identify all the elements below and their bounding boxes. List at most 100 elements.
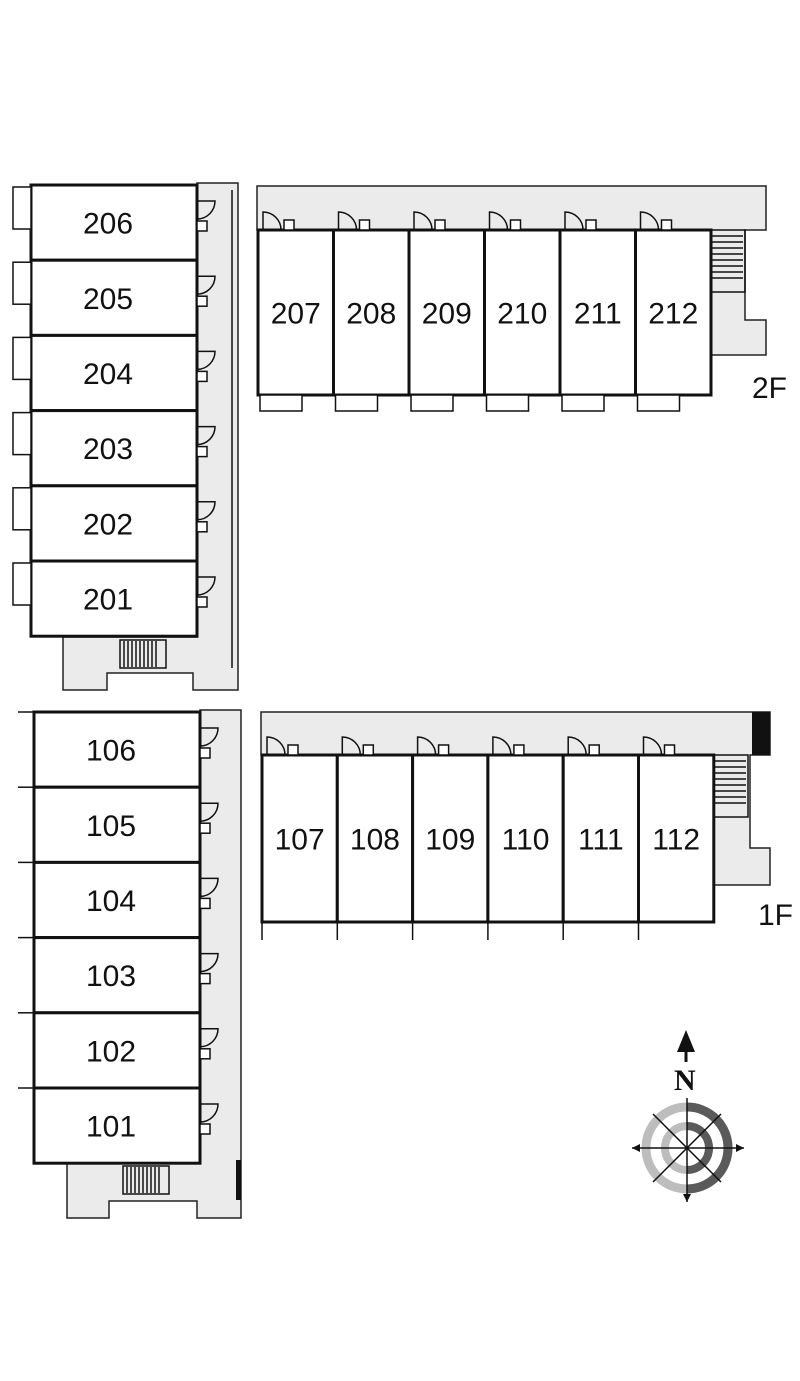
balcony [410, 394, 454, 412]
meter-box [358, 219, 371, 231]
meter-box [196, 220, 208, 232]
unit-104: 104 [18, 860, 219, 940]
unit-label: 212 [648, 298, 698, 331]
door-icon [266, 736, 286, 756]
stairs-1f-west [126, 1167, 160, 1193]
balcony [561, 394, 605, 412]
unit-206: 206 [12, 183, 216, 262]
unit-205: 205 [12, 258, 216, 337]
door-icon [196, 350, 216, 371]
unit-label: 109 [425, 824, 475, 857]
meter-box [196, 521, 208, 533]
meter-box [588, 744, 600, 756]
meter-box [196, 596, 208, 608]
door-icon [199, 952, 219, 973]
floor-label-1f: 1F [758, 899, 793, 932]
unit-label: 202 [83, 508, 133, 541]
unit-label: 101 [86, 1111, 136, 1144]
north-arrow-icon [677, 1030, 695, 1052]
unit-110: 110 [486, 736, 565, 940]
meter-box [660, 219, 673, 231]
wall-1f-east [752, 712, 770, 755]
balcony [12, 411, 32, 456]
unit-label: 211 [574, 298, 622, 331]
unit-103: 103 [18, 936, 219, 1015]
unit-label: 210 [497, 298, 547, 331]
wall-1f-west [236, 1160, 241, 1200]
unit-label: 209 [422, 298, 472, 331]
unit-label: 102 [86, 1035, 136, 1068]
unit-label: 110 [502, 824, 550, 857]
meter-box [283, 219, 295, 231]
unit-label: 105 [86, 810, 136, 843]
floor-1-east-wing: 107 108 109 110 111 112 1F [260, 711, 793, 940]
unit-202: 202 [12, 484, 216, 563]
unit-label: 103 [86, 960, 136, 993]
door-icon [416, 736, 437, 756]
balcony [12, 336, 32, 381]
unit-111: 111 [561, 736, 641, 940]
unit-label: 112 [652, 824, 700, 857]
unit-201: 201 [12, 559, 216, 638]
door-icon [492, 736, 512, 756]
door-icon [196, 425, 216, 446]
door-icon [199, 727, 219, 747]
unit-204: 204 [12, 333, 216, 413]
unit-207: 207 [256, 211, 335, 412]
door-icon [341, 736, 362, 756]
meter-box [199, 1048, 211, 1060]
unit-208: 208 [332, 211, 411, 412]
unit-211: 211 [558, 211, 637, 412]
unit-102: 102 [18, 1011, 219, 1090]
staircase-1f-west [122, 1165, 170, 1195]
door-icon [199, 1028, 219, 1048]
meter-box [199, 1123, 211, 1135]
meter-box [585, 219, 597, 231]
meter-box [362, 744, 375, 756]
floor-1-west-wing: 106 105 104 103 102 101 [18, 709, 242, 1219]
unit-105: 105 [18, 785, 219, 864]
door-icon [337, 211, 358, 231]
balcony [12, 261, 32, 305]
unit-label: 111 [578, 824, 624, 857]
balcony [636, 394, 681, 412]
compass-north-label: N [674, 1064, 696, 1097]
balcony [259, 394, 303, 412]
door-icon [262, 211, 282, 231]
door-icon [564, 211, 584, 231]
door-icon [488, 211, 509, 231]
meter-box [196, 370, 208, 383]
unit-label: 208 [346, 298, 396, 331]
meter-box [199, 972, 211, 985]
balcony [485, 394, 530, 412]
door-icon [639, 211, 660, 231]
unit-210: 210 [483, 211, 562, 412]
meter-box [437, 744, 450, 756]
door-icon [642, 736, 663, 756]
unit-label: 107 [275, 824, 325, 857]
door-icon [199, 1103, 219, 1123]
unit-label: 106 [86, 735, 136, 768]
unit-label: 201 [83, 584, 133, 617]
meter-box [513, 744, 525, 756]
door-icon [196, 501, 216, 521]
meter-box [434, 219, 446, 231]
meter-box [287, 744, 299, 756]
door-icon [196, 576, 216, 596]
balcony [334, 394, 379, 412]
unit-112: 112 [637, 736, 716, 940]
meter-box [663, 744, 676, 756]
balcony [12, 186, 32, 230]
meter-box [196, 445, 208, 458]
unit-101: 101 [18, 1086, 219, 1165]
door-icon [199, 877, 219, 898]
meter-box [199, 747, 211, 759]
unit-209: 209 [407, 211, 486, 412]
unit-label: 108 [350, 824, 400, 857]
unit-108: 108 [335, 736, 415, 940]
door-icon [196, 275, 216, 295]
door-icon [196, 200, 216, 220]
door-icon [567, 736, 587, 756]
